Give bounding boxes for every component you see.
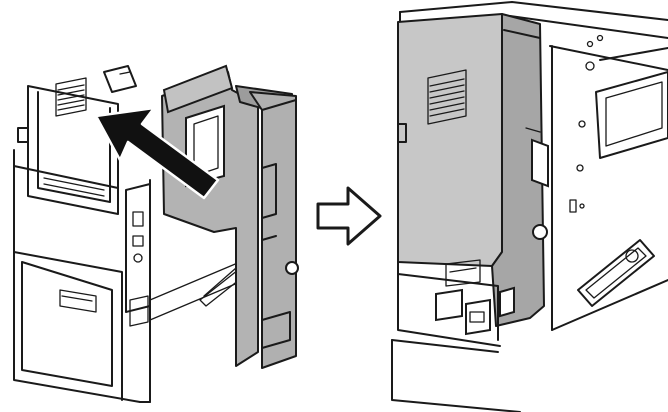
side-handle <box>577 239 655 307</box>
port-1 <box>132 211 144 227</box>
drawer-handle <box>445 259 481 287</box>
port-2 <box>132 235 144 247</box>
cover-edge-strip <box>235 85 299 369</box>
before-panel <box>13 64 299 403</box>
installed-cover <box>397 13 549 327</box>
port-3 <box>133 253 143 263</box>
mounting-tab <box>17 127 29 143</box>
lower-drawer <box>21 261 113 387</box>
lower-drawer-right <box>391 259 521 412</box>
rear-compartment <box>17 65 137 215</box>
connector-column <box>125 183 151 327</box>
vent-grille-icon <box>55 77 87 117</box>
after-panel <box>391 1 668 412</box>
drawer-handle <box>59 289 97 313</box>
hinge-icon <box>285 261 299 275</box>
hinge-icon <box>532 224 548 240</box>
step-arrow <box>316 186 382 246</box>
printer-body-right <box>549 34 668 331</box>
insert-arrow-icon <box>94 106 220 200</box>
rear-cover-panel <box>161 64 259 367</box>
vent-grille-icon <box>427 69 467 125</box>
next-step-arrow-icon <box>316 186 382 246</box>
